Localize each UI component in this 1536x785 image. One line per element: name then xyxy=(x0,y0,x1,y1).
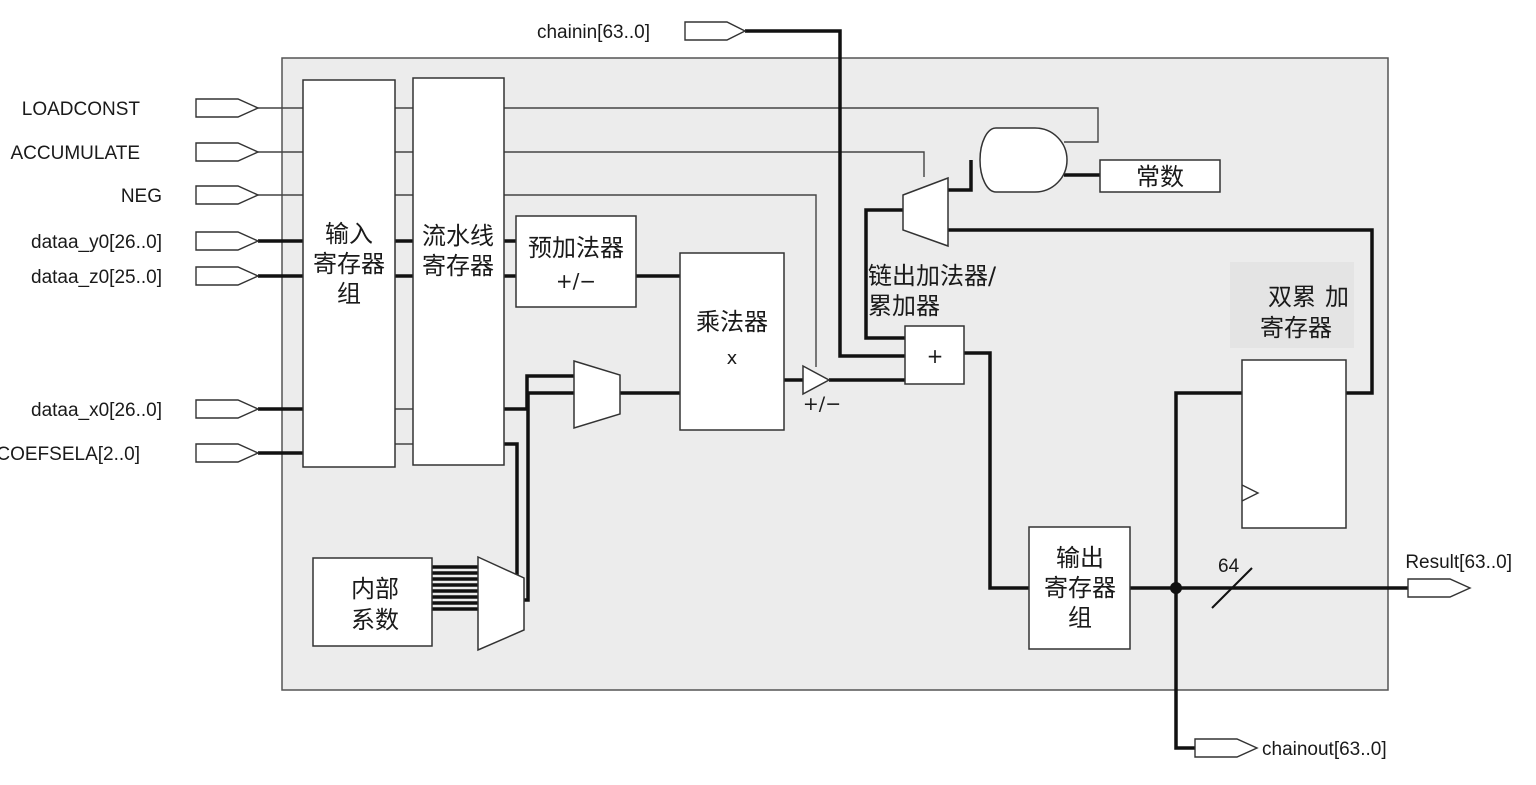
input-reg-line2: 寄存器 xyxy=(313,250,385,278)
pipeline-register-block xyxy=(412,77,505,466)
port-result xyxy=(1407,578,1472,598)
chain-adder-block xyxy=(904,325,965,385)
double-acc-line1b: 加 xyxy=(1325,283,1349,311)
preadder-line1: 预加法器 xyxy=(528,234,624,262)
input-ports xyxy=(195,21,1472,758)
adder-sign: + xyxy=(927,344,944,368)
input-reg-line3: 组 xyxy=(337,280,361,308)
constant-block xyxy=(1099,159,1221,193)
input-reg-line1: 输入 xyxy=(325,220,373,248)
output-reg-line1: 输出 xyxy=(1056,544,1104,572)
port-dataa-x0 xyxy=(195,399,260,419)
double-acc-line1: 双累 xyxy=(1268,283,1316,311)
and-gate xyxy=(979,127,1068,193)
label-neg: NEG xyxy=(121,186,162,207)
port-coefsela xyxy=(195,443,260,463)
label-result: Result[63..0] xyxy=(1405,552,1512,573)
output-register-block xyxy=(1028,526,1131,650)
label-accumulate: ACCUMULATE xyxy=(11,143,141,164)
bus-width-slash xyxy=(1211,567,1253,609)
multiplier-line2: x xyxy=(727,348,738,369)
multiplier-block xyxy=(679,252,785,431)
input-mux xyxy=(573,359,621,430)
port-chainout xyxy=(1194,738,1259,758)
pipeline-reg-line1: 流水线 xyxy=(422,222,494,250)
internal-coef-line1: 内部 xyxy=(351,575,399,603)
label-chainout: chainout[63..0] xyxy=(1262,739,1387,760)
port-chainin xyxy=(684,21,747,41)
port-dataa-y0 xyxy=(195,231,260,251)
accumulate-mux xyxy=(902,176,949,248)
port-neg xyxy=(195,185,260,205)
label-coefsela: COEFSELA[2..0] xyxy=(0,444,140,465)
port-loadconst xyxy=(195,98,260,118)
label-loadconst: LOADCONST xyxy=(22,99,141,120)
preadder-block xyxy=(515,215,637,308)
label-dataa-z0: dataa_z0[25..0] xyxy=(31,267,162,288)
constant-label: 常数 xyxy=(1136,163,1184,191)
multiplier-line1: 乘法器 xyxy=(696,308,768,336)
port-dataa-z0 xyxy=(195,266,260,286)
output-reg-line3: 组 xyxy=(1068,604,1092,632)
input-register-block xyxy=(302,79,396,468)
coef-mux xyxy=(477,555,525,652)
internal-coef-block xyxy=(312,557,433,647)
double-acc-line2: 寄存器 xyxy=(1260,314,1332,342)
pipeline-reg-line2: 寄存器 xyxy=(422,252,494,280)
negate-sign: +/− xyxy=(803,393,841,415)
preadder-line2: +/− xyxy=(556,269,596,293)
double-acc-label-area xyxy=(1230,262,1354,348)
data-buses xyxy=(258,29,1408,750)
label-dataa-x0: dataa_x0[26..0] xyxy=(31,400,162,421)
output-reg-line2: 寄存器 xyxy=(1044,574,1116,602)
label-bus-width: 64 xyxy=(1218,556,1240,577)
internal-coef-line2: 系数 xyxy=(351,606,399,634)
label-chainin: chainin[63..0] xyxy=(537,22,650,43)
negate-triangle xyxy=(802,364,831,396)
control-wires xyxy=(258,107,1099,445)
chain-adder-label1: 链出加法器/ xyxy=(868,262,997,290)
label-dataa-y0: dataa_y0[26..0] xyxy=(31,232,162,253)
double-acc-register xyxy=(1241,359,1347,529)
port-accumulate xyxy=(195,142,260,162)
chain-adder-label2: 累加器 xyxy=(868,292,940,320)
junction-dot xyxy=(1170,582,1182,594)
clock-icon xyxy=(1241,484,1260,502)
